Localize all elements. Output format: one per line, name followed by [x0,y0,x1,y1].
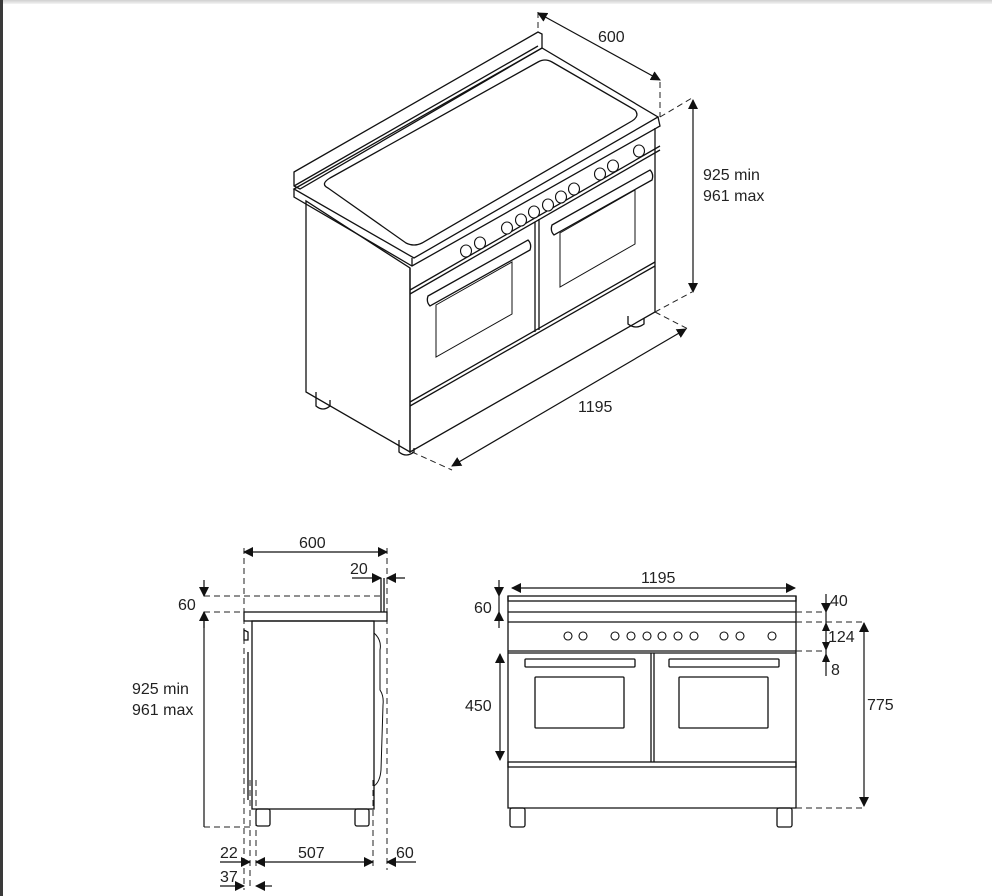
side-front-offset-a-label: 22 [220,845,238,862]
front-right-oven-window [678,676,769,729]
iso-foot [398,440,415,456]
front-drawer-trim [507,761,797,768]
side-foot [354,808,370,827]
front-gap-dim-label: 8 [831,662,840,679]
front-oven-height-label: 450 [465,698,492,715]
side-height-max-label: 961 max [132,702,193,719]
iso-right-oven-window [559,189,636,288]
iso-right-oven-handle [550,169,654,236]
side-depth-label: 600 [299,535,326,552]
iso-worktop [292,47,660,259]
side-backguard-thickness-label: 20 [350,561,368,578]
front-left-oven-handle [524,658,636,668]
side-front-offset-b-label: 37 [220,869,238,886]
iso-height-min-label: 925 min [703,167,760,184]
iso-backguard [293,31,543,190]
front-knobs [563,631,777,641]
viewer-left-edge [0,0,3,896]
iso-foot [627,316,645,328]
front-top-dim-label: 40 [830,593,848,610]
front-left-oven-window [534,676,625,729]
side-worktop [243,611,388,622]
isometric-view: 600 925 min 961 max 1195 [292,12,764,471]
viewer-top-edge [0,0,992,4]
iso-left-oven-window [435,261,513,358]
front-right-oven-handle [668,658,780,668]
front-foot [509,807,526,828]
side-body [251,620,375,810]
front-backguard-height-label: 60 [474,600,492,617]
iso-foot [315,392,331,410]
iso-knobs [459,144,646,258]
side-foot [255,808,271,827]
iso-body-side [305,199,411,454]
front-worktop-height-label: 775 [867,697,894,714]
side-view: 600 20 60 925 min 961 max 22 507 60 37 [132,535,416,891]
iso-height-max-label: 961 max [703,188,764,205]
front-foot [776,807,793,828]
side-body-depth-label: 507 [298,845,325,862]
iso-width-label: 1195 [578,399,613,416]
front-view: 1195 [465,570,894,828]
front-width-label: 1195 [641,570,676,587]
iso-left-oven-handle [426,239,532,307]
side-height-min-label: 925 min [132,681,189,698]
iso-depth-label: 600 [598,29,625,46]
iso-hob-recess [323,59,638,246]
front-panel-dim-label: 124 [828,629,855,646]
side-backguard-height-label: 60 [178,597,196,614]
front-backguard [507,595,797,602]
side-rear-offset-label: 60 [396,845,414,862]
